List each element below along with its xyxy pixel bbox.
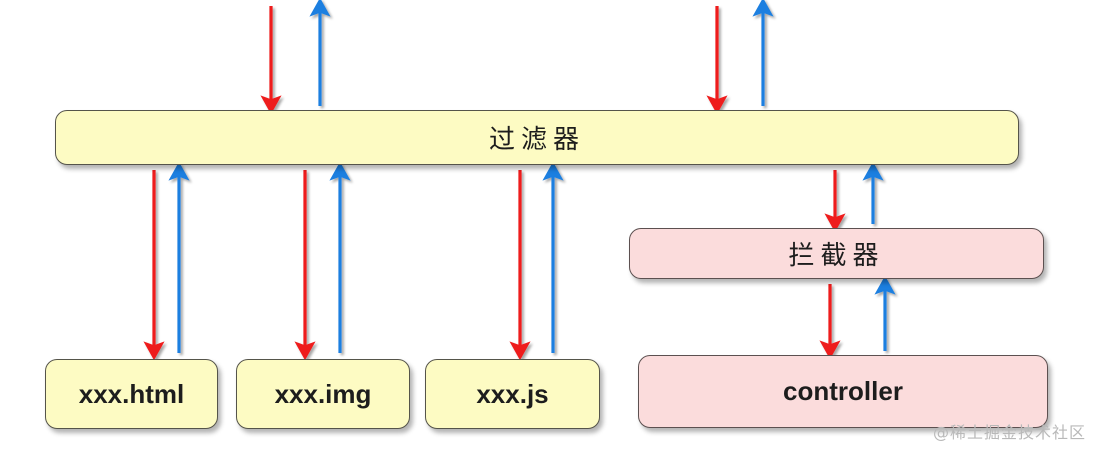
node-file-js-label: xxx.js [476, 378, 549, 409]
node-file-html-label: xxx.html [78, 378, 185, 409]
watermark: @稀土掘金技术社区 [932, 423, 1086, 442]
node-file-img-label: xxx.img [274, 378, 372, 409]
node-filter: 过滤器 [55, 110, 1019, 165]
node-file-js: xxx.js [425, 359, 600, 429]
node-filter-label: 过滤器 [488, 125, 585, 155]
node-controller-label: controller [783, 376, 903, 406]
node-interceptor-label: 拦截器 [788, 241, 885, 271]
node-controller: controller [638, 355, 1048, 428]
node-file-img: xxx.img [236, 359, 410, 429]
node-file-html: xxx.html [45, 359, 218, 429]
node-interceptor: 拦截器 [629, 228, 1044, 279]
